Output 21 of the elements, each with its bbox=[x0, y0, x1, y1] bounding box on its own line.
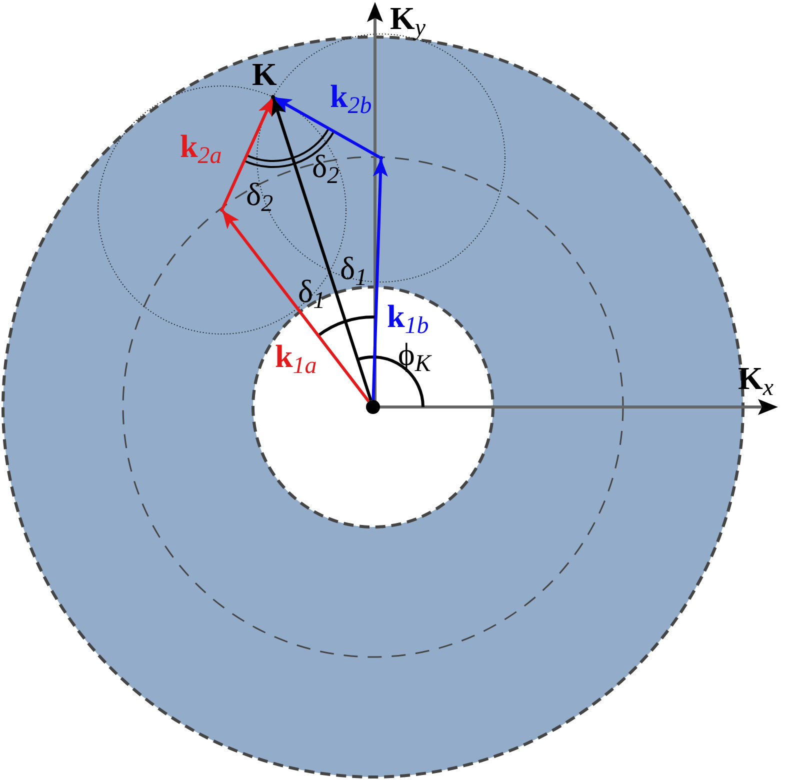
vector-label: k$_{2b}$ bbox=[330, 80, 372, 118]
vector-arrow bbox=[273, 96, 380, 158]
vector-arrow bbox=[272, 97, 372, 401]
vector-point bbox=[379, 156, 383, 160]
vector-arrow bbox=[221, 97, 274, 209]
angle-label: δ$_{1}$ bbox=[298, 275, 326, 313]
vector-label: k$_{1b}$ bbox=[387, 300, 429, 338]
vector-arrow bbox=[222, 210, 370, 402]
angle-label: δ$_{2}$ bbox=[312, 150, 340, 188]
axis-label: K$_{y}$ bbox=[390, 2, 426, 40]
point-label: K bbox=[252, 58, 277, 90]
vector-point bbox=[220, 208, 224, 212]
angle-label: δ$_{1}$ bbox=[340, 252, 368, 290]
vector-point bbox=[271, 95, 275, 99]
axis-label: K$_{x}$ bbox=[738, 362, 774, 400]
vector-arrow bbox=[372, 158, 388, 400]
angle-label: δ$_{2}$ bbox=[246, 178, 274, 216]
angle-label: ϕ$_{K}$ bbox=[398, 338, 431, 376]
vector-label: k$_{2a}$ bbox=[180, 130, 222, 168]
origin-dot bbox=[366, 400, 380, 414]
vector-label: k$_{1a}$ bbox=[275, 340, 317, 378]
